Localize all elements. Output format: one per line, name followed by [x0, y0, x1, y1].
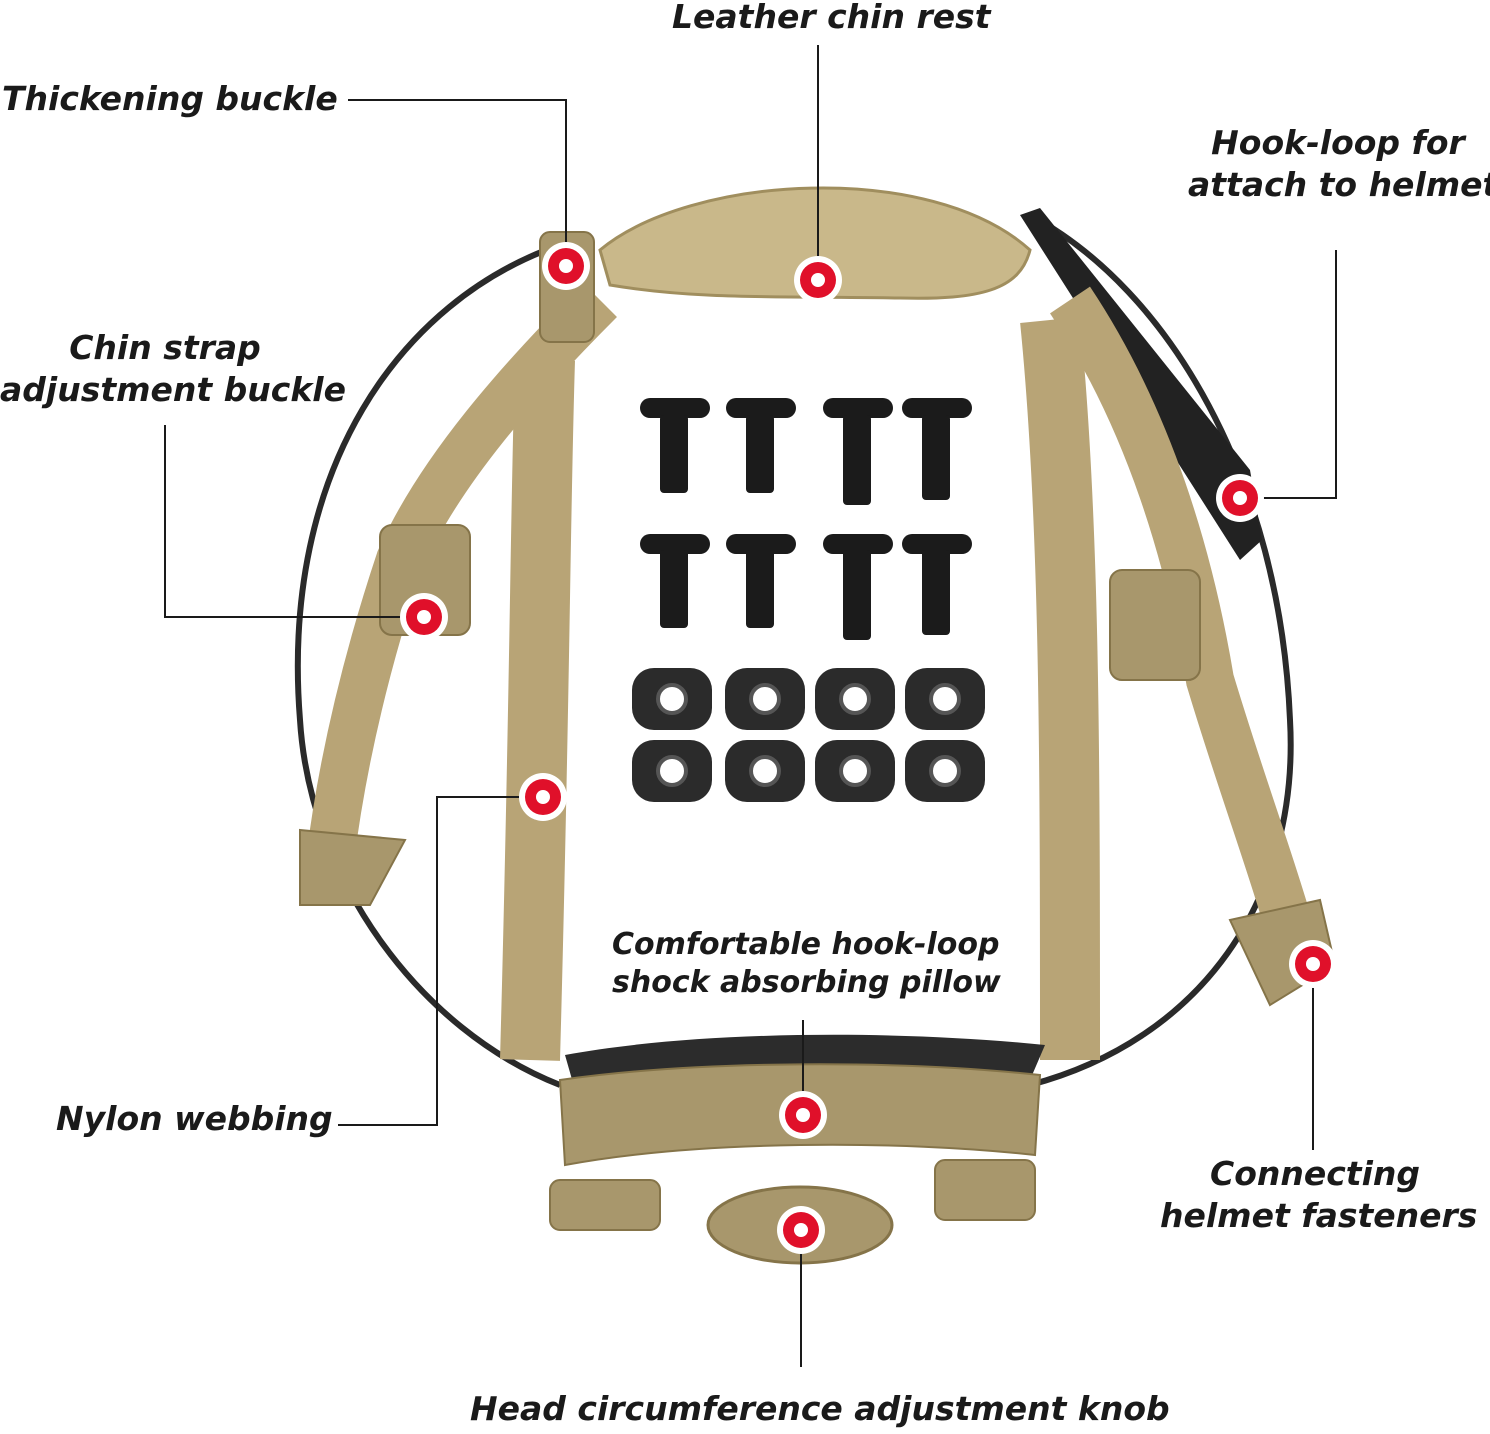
washer-4 — [905, 668, 985, 730]
label-knob: Head circumference adjustment knob — [470, 1389, 1170, 1428]
leader-chin-strap-buckle — [164, 425, 424, 618]
screw-1 — [640, 398, 710, 493]
marker-fasteners — [1289, 940, 1337, 988]
marker-pillow — [779, 1091, 827, 1139]
screw-8 — [902, 534, 972, 635]
screw-3 — [823, 398, 893, 505]
webbing-left-inner — [500, 359, 575, 1061]
label-hook-loop-line-1: Hook-loop for — [1211, 123, 1465, 162]
leader-thickening-buckle — [348, 99, 567, 266]
marker-chin-strap-buckle — [400, 593, 448, 641]
label-chin-strap-line-2: adjustment buckle — [0, 370, 346, 410]
screw-7 — [823, 534, 893, 640]
washer-7 — [815, 740, 895, 802]
label-chin-strap-line-1: Chin strap — [69, 328, 261, 367]
washer-6 — [725, 740, 805, 802]
screw-2 — [726, 398, 796, 493]
label-leather-chin-rest: Leather chin rest — [672, 0, 991, 36]
marker-nylon-webbing — [519, 773, 567, 821]
outer-band-right — [1028, 212, 1294, 1088]
screw-6 — [726, 534, 796, 628]
webbing-right-inner — [1020, 317, 1100, 1061]
screw-5 — [640, 534, 710, 628]
screw-4 — [902, 398, 972, 500]
label-hook-loop-line-2: attach to helmet — [1188, 165, 1490, 205]
washer-3 — [815, 668, 895, 730]
label-hook-loop: Hook-loop for attach to helmet — [1188, 122, 1490, 206]
right-strap-buckle — [1109, 569, 1201, 681]
right-bottom-clip — [934, 1159, 1036, 1221]
marker-leather-chin-rest — [794, 256, 842, 304]
label-pillow-line-1: Comfortable hook-loop — [612, 927, 1000, 962]
chin-rest-shape — [598, 186, 1032, 300]
washers — [632, 668, 985, 802]
label-fasteners-line-2: helmet fasteners — [1160, 1196, 1478, 1236]
label-chin-strap-buckle: Chin strap adjustment buckle — [0, 327, 346, 411]
marker-thickening-buckle — [542, 242, 590, 290]
washer-5 — [632, 740, 712, 802]
label-fasteners: Connecting helmet fasteners — [1160, 1153, 1478, 1237]
label-pillow: Comfortable hook-loop shock absorbing pi… — [612, 926, 1001, 1003]
outer-band — [294, 242, 562, 1088]
webbing-right-outer — [1050, 286, 1314, 937]
label-nylon-webbing: Nylon webbing — [56, 1099, 333, 1138]
screws — [640, 398, 972, 640]
label-pillow-line-2: shock absorbing pillow — [612, 965, 1001, 1001]
leader-nylon-webbing — [338, 796, 543, 1126]
washer-8 — [905, 740, 985, 802]
washer-2 — [725, 668, 805, 730]
left-bottom-clip — [549, 1179, 661, 1231]
marker-hook-loop — [1216, 474, 1264, 522]
label-fasteners-line-1: Connecting — [1209, 1154, 1421, 1193]
marker-knob — [777, 1206, 825, 1254]
label-thickening-buckle: Thickening buckle — [2, 79, 338, 118]
left-fastener-part — [299, 828, 407, 906]
leader-hook-loop — [1240, 250, 1337, 499]
washer-1 — [632, 668, 712, 730]
